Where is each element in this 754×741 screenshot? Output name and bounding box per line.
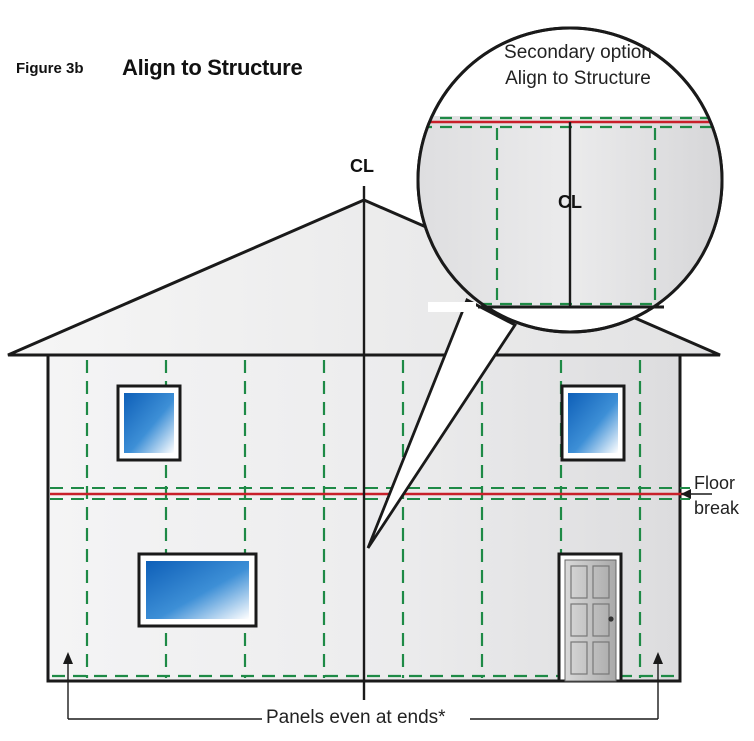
callout-centerline-label: CL [558, 192, 582, 212]
panels-note: Panels even at ends* [262, 707, 450, 729]
figure-title: Align to Structure [122, 55, 303, 80]
callout-caption-line1: Secondary option [504, 42, 652, 63]
window-icon [560, 384, 626, 462]
floor-break-label-line1: Floor [694, 473, 736, 493]
figure-number: Figure 3b [16, 60, 84, 77]
dimension-bracket [67, 664, 659, 720]
callout-caption-line2: Align to Structure [505, 68, 651, 89]
window-icon [116, 384, 182, 462]
callout-bubble [366, 26, 724, 549]
floor-break-line [50, 487, 690, 500]
arrow-up-icon [653, 652, 663, 664]
door-icon [557, 552, 623, 683]
arrow-left-icon [681, 489, 712, 499]
floor-break-label-line2: break [694, 498, 740, 518]
centerline-label: CL [350, 156, 374, 176]
window-icon [137, 552, 258, 628]
arrow-up-icon [63, 652, 73, 664]
